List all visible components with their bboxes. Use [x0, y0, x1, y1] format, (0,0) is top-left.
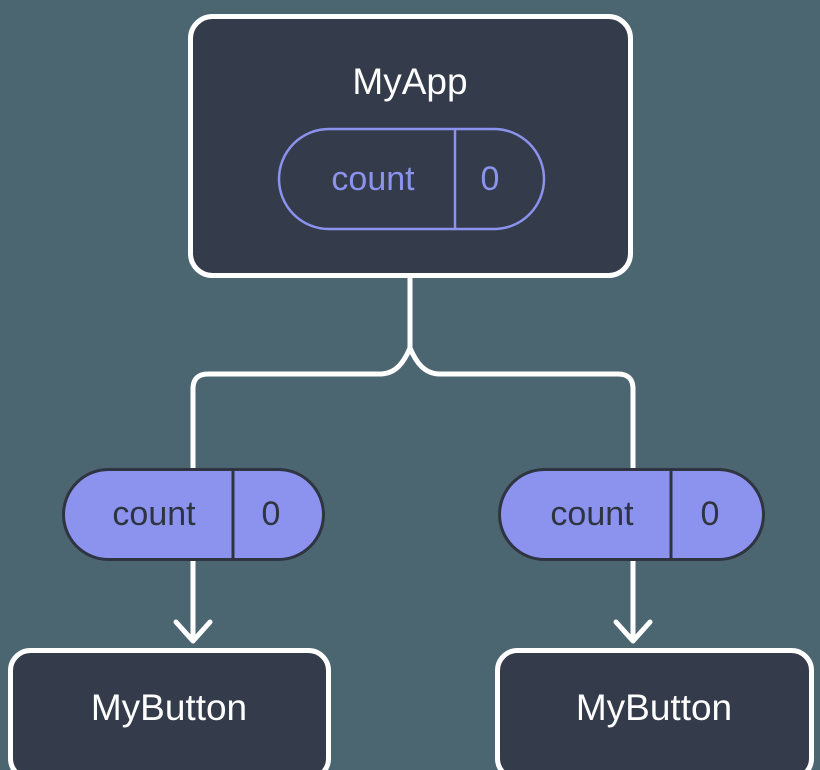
arrowhead-left-icon	[173, 619, 213, 644]
node-mybutton-right-title: MyButton	[576, 687, 732, 728]
node-myapp-card	[188, 14, 633, 278]
state-pill-left-body	[62, 468, 325, 561]
state-pill-left-value: 0	[262, 495, 281, 533]
state-pill-root-value: 0	[481, 160, 500, 198]
state-pill-root-body	[277, 127, 546, 231]
state-pill-left-key: count	[112, 495, 196, 533]
node-mybutton-left-title: MyButton	[91, 687, 247, 728]
state-pill-right[interactable]: count 0	[498, 468, 765, 561]
node-myapp[interactable]: MyApp count 0	[188, 14, 633, 278]
state-pill-right-key: count	[550, 495, 634, 533]
arrowhead-right-icon	[613, 619, 653, 644]
node-mybutton-right[interactable]: MyButton	[495, 648, 814, 770]
connector-branch-right	[407, 345, 636, 471]
state-pill-right-value: 0	[701, 495, 720, 533]
state-pill-right-body	[498, 468, 765, 561]
connector-group	[173, 274, 653, 644]
state-pill-root[interactable]: count 0	[277, 127, 546, 231]
node-myapp-title: MyApp	[352, 61, 467, 102]
node-mybutton-left-card	[8, 648, 331, 770]
state-pill-left[interactable]: count 0	[62, 468, 325, 561]
state-pill-root-key: count	[331, 160, 415, 198]
connector-branch-left	[190, 345, 413, 471]
node-mybutton-right-card	[495, 648, 814, 770]
node-mybutton-left[interactable]: MyButton	[8, 648, 331, 770]
